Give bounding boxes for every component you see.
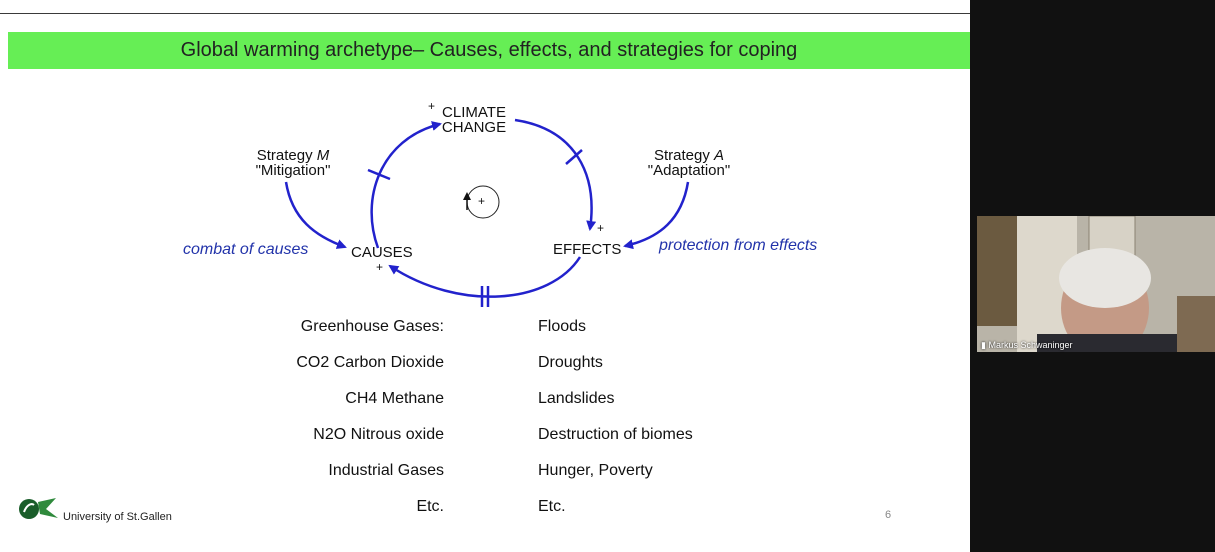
participant-video[interactable] (977, 216, 1215, 352)
effects-list-item: Floods (538, 318, 587, 335)
arrow-effects-to-causes (388, 256, 582, 298)
plus-causes: + (376, 260, 384, 274)
arrow-adaptation-to-effects (623, 181, 690, 250)
effects-node: EFFECTS (553, 241, 622, 258)
signal-bars-icon: ▮ (981, 340, 986, 350)
protection-from-effects-label: protection from effects (659, 237, 818, 254)
arrow-climate-to-effects (514, 118, 597, 231)
causes-list-item: CH4 Methane (345, 390, 444, 407)
delay-mark-right (565, 149, 583, 165)
causes-list-item: Etc. (416, 498, 444, 515)
page-number: 6 (885, 509, 892, 521)
arrow-causes-to-climate (370, 121, 442, 249)
title-band: Global warming archetype– Causes, effect… (8, 32, 970, 69)
effects-list-item: Destruction of biomes (538, 426, 693, 443)
loop-polarity: + (478, 194, 486, 208)
causes-list-item: CO2 Carbon Dioxide (296, 354, 444, 371)
arrow-mitigation-to-causes (284, 181, 347, 249)
effects-list-item: Etc. (538, 498, 566, 515)
climate-change-node: CLIMATE CHANGE (441, 104, 507, 136)
causes-list-item: Industrial Gases (328, 462, 444, 479)
slide: Global warming archetype– Causes, effect… (0, 14, 970, 552)
delay-mark-left (367, 168, 391, 181)
video-frame (977, 216, 1215, 352)
effects-list-item: Hunger, Poverty (538, 462, 653, 479)
top-bar (0, 0, 970, 14)
effects-list-item: Droughts (538, 354, 603, 371)
causal-loop-diagram (284, 118, 690, 307)
combat-of-causes-label: combat of causes (183, 241, 309, 258)
plus-climate: + (428, 99, 436, 113)
plus-effects: + (597, 221, 605, 235)
strategy-a-label: Strategy A "Adaptation" (647, 147, 731, 179)
university-logo-icon (19, 498, 58, 519)
slide-title: Global warming archetype– Causes, effect… (180, 39, 798, 61)
university-name: University of St.Gallen (63, 511, 172, 523)
strategy-m-label: Strategy M "Mitigation" (255, 147, 331, 179)
causes-list-item: Greenhouse Gases: (300, 318, 444, 335)
causes-list-item: N2O Nitrous oxide (313, 426, 444, 443)
participant-name: ▮ Markus Schwaninger (981, 340, 1073, 350)
effects-list-item: Landslides (538, 390, 615, 407)
causes-node: CAUSES (351, 244, 413, 261)
